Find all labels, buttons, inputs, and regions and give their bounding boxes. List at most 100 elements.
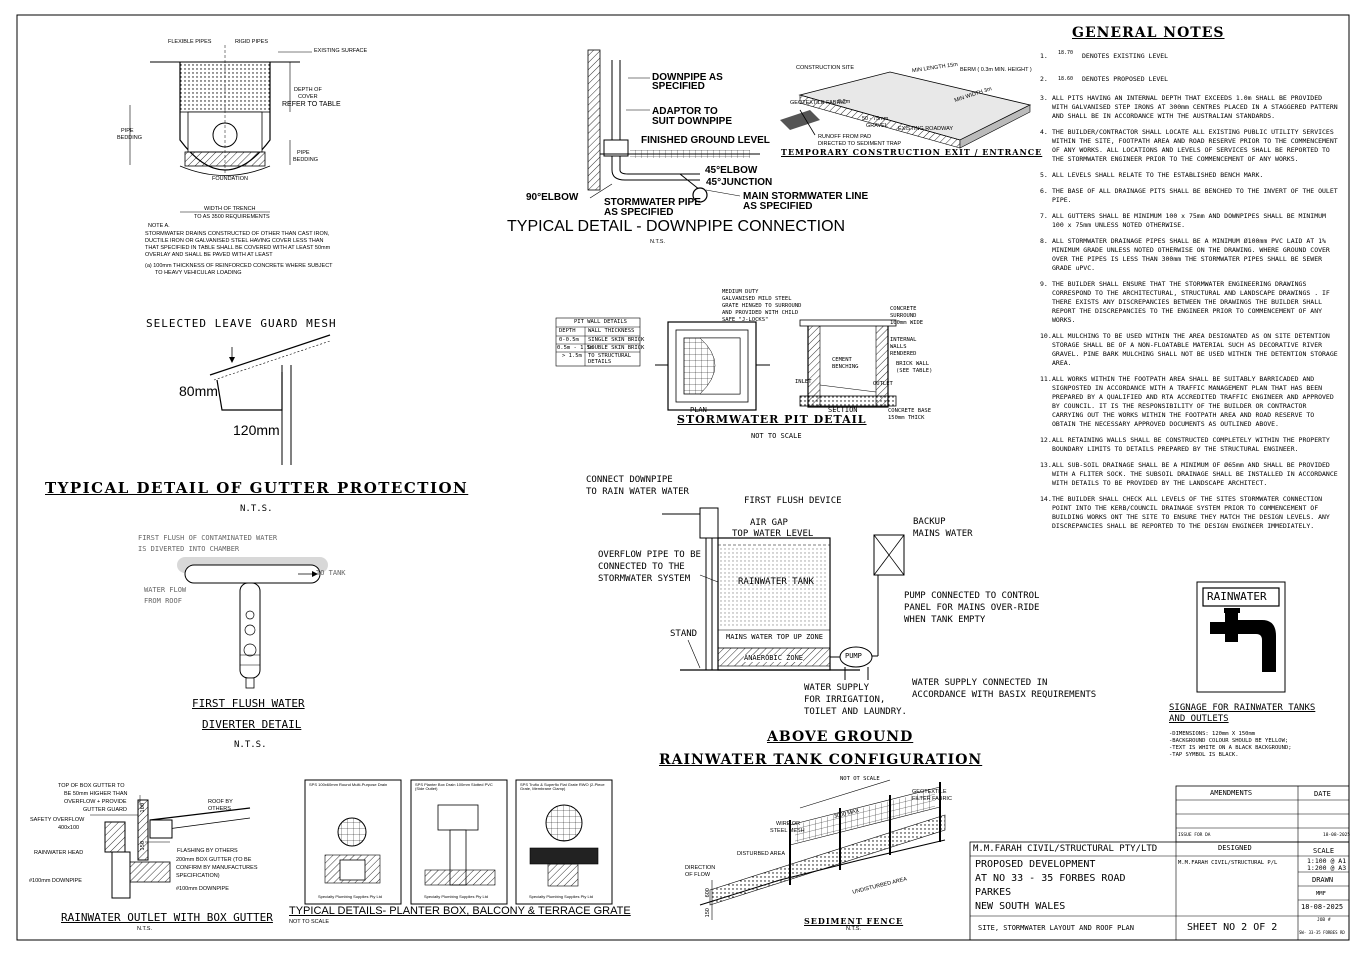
- tb-project: PROPOSED DEVELOPMENT: [975, 859, 1096, 870]
- general-note-number: 6.: [1040, 187, 1048, 195]
- gutter-nts: N.T.S.: [240, 504, 273, 514]
- tank-pump-conn: WHEN TANK EMPTY: [904, 615, 986, 625]
- bg-nts: N.T.S.: [137, 926, 152, 932]
- bg-title: RAINWATER OUTLET WITH BOX GUTTER: [61, 911, 273, 924]
- tank-stand: STAND: [670, 629, 698, 639]
- pit-grate-line: SAFE "J-LOCKS": [722, 317, 769, 323]
- pit-table-cell: TO STRUCTURAL DETAILS: [588, 353, 632, 365]
- dp-swpipe-1: STORMWATER PIPE: [604, 197, 701, 208]
- construction-exit-detail: [780, 71, 1032, 149]
- tank-air-gap: AIR GAP: [750, 518, 788, 528]
- general-note-text: ALL PITS HAVING AN INTERNAL DEPTH THAT E…: [1052, 94, 1338, 120]
- pit-surround: 100mm WIDE: [890, 320, 924, 326]
- bg-top: GUTTER GUARD: [83, 807, 127, 813]
- tb-sheet: SHEET NO 2 OF 2: [1187, 922, 1278, 933]
- first-flush-diverter-detail: [177, 557, 328, 689]
- tb-scale-2: 1:200 @ A3: [1307, 864, 1347, 872]
- tb-issue-date: 18-08-2025: [1323, 833, 1351, 838]
- tb-drawn-by: MMF: [1316, 891, 1326, 897]
- pit-brick-wall: (SEE TABLE): [896, 368, 933, 374]
- pit-grate-line: GRATE HINGED TO SURROUND: [722, 303, 802, 309]
- pit-outlet: OUTLET: [873, 381, 893, 387]
- tank-supply-basix: WATER SUPPLY CONNECTED IN: [912, 678, 1048, 688]
- trench-detail: [129, 45, 312, 213]
- general-note-text: ALL STORMWATER DRAINAGE PIPES SHALL BE A…: [1052, 237, 1330, 272]
- trench-width-2: TO AS 3500 REQUIREMENTS: [194, 214, 270, 220]
- tank-top-water: TOP WATER LEVEL: [732, 529, 814, 539]
- pit-surround: CONCRETE: [890, 306, 917, 312]
- tank-overflow: OVERFLOW PIPE TO BE: [598, 550, 701, 560]
- general-note-text: ALL WORKS WITHIN THE FOOTPATH AREA SHALL…: [1052, 375, 1334, 428]
- tb-date-label: DATE: [1314, 790, 1331, 798]
- dp-main-2: AS SPECIFIED: [743, 201, 813, 212]
- sign-spec: -BACKGROUND COLOUR SHOULD BE YELLOW;: [1169, 738, 1289, 744]
- trench-refer-table: REFER TO TABLE: [282, 101, 341, 108]
- bg-dp100b: #100mm DOWNPIPE: [176, 886, 229, 892]
- fence-direction: OF FLOW: [685, 872, 711, 878]
- tank-label: RAINWATER TANK: [738, 577, 814, 587]
- bg-d100: 100: [140, 802, 147, 813]
- ff-nts: N.T.S.: [234, 740, 267, 750]
- planter-sheet-title: SPS 100x60mm Round Multi-Purpose Drain: [309, 782, 388, 787]
- gutter-mesh-label: SELECTED LEAVE GUARD MESH: [146, 317, 337, 330]
- dp-adaptor-2: SUIT DOWNPIPE: [652, 116, 733, 127]
- trench-note-line: OVERLAY AND SHALL BE PAVED WITH AT LEAST: [145, 252, 273, 258]
- ff-title-2: DIVERTER DETAIL: [202, 718, 302, 731]
- exit-gravel-2: GRAVEL: [866, 123, 888, 129]
- general-note: 14.THE BUILDER SHALL CHECK ALL LEVELS OF…: [1040, 495, 1340, 531]
- tb-project: PARKES: [975, 887, 1012, 898]
- bg-box200: SPECIFICATION): [176, 873, 220, 879]
- ff-from-roof: FROM ROOF: [144, 597, 182, 605]
- dp-fgl: FINISHED GROUND LEVEL: [641, 135, 770, 146]
- downpipe-connection-detail: [587, 49, 760, 203]
- trench-bedding-label: BEDDING: [117, 135, 143, 141]
- fence-geotextile: GEOTEXTILE: [912, 789, 947, 795]
- general-note-text: ALL LEVELS SHALL RELATE TO THE ESTABLISH…: [1052, 171, 1264, 179]
- general-note-number: 14.: [1040, 495, 1052, 503]
- box-gutter-detail: [90, 795, 251, 899]
- bg-box200: CONFIRM BY MANUFACTURES: [176, 865, 258, 871]
- tb-designer: M.M.FARAH CIVIL/STRUCTURAL P/L: [1178, 860, 1278, 866]
- general-note-number: 5.: [1040, 171, 1048, 179]
- pit-inlet: INLET: [795, 379, 812, 385]
- pit-base: CONCRETE BASE: [888, 408, 932, 414]
- general-note-level: 18.70: [1058, 50, 1074, 56]
- tank-connect-1: CONNECT DOWNPIPE: [586, 475, 673, 485]
- trench-cover-label: COVER: [298, 94, 318, 100]
- fence-wire: WIRE OR: [776, 821, 801, 827]
- tank-pump-conn: PANEL FOR MAINS OVER-RIDE: [904, 603, 1040, 613]
- tb-drawn-label: DRAWN: [1312, 876, 1334, 884]
- ff-line-1: FIRST FLUSH OF CONTAMINATED WATER: [138, 534, 278, 542]
- pit-table-cell: > 1.5m: [562, 353, 582, 359]
- bg-top: BE 50mm HIGHER THAN: [64, 791, 128, 797]
- general-note: 11.ALL WORKS WITHIN THE FOOTPATH AREA SH…: [1040, 375, 1340, 429]
- pit-title: STORMWATER PIT DETAIL: [677, 413, 867, 426]
- tank-supply-irrig: WATER SUPPLY: [804, 683, 870, 693]
- tank-supply-irrig: TOILET AND LAUNDRY.: [804, 707, 907, 717]
- pit-internal-walls: RENDERED: [890, 351, 917, 357]
- pit-table-head: WALL THICKNESS: [588, 328, 635, 334]
- tank-supply-basix: ACCORDANCE WITH BASIX REQUIREMENTS: [912, 690, 1097, 700]
- planter-sheet-foot: Specialty Plumbing Supplies Pty Ltd: [424, 894, 489, 899]
- tank-nts: NOT OT SCALE: [840, 776, 880, 782]
- dp-junction45: 45°JUNCTION: [706, 177, 773, 188]
- tank-overflow: CONNECTED TO THE: [598, 562, 685, 572]
- general-note: 7.ALL GUTTERS SHALL BE MINIMUM 100 x 75m…: [1040, 212, 1340, 230]
- exit-geotextile: GEOTEXTILE FABRIC: [790, 100, 846, 106]
- ff-water-flow: WATER FLOW: [144, 586, 187, 594]
- exit-site: CONSTRUCTION SITE: [796, 65, 855, 71]
- pit-grate-line: AND PROVIDED WITH CHILD: [722, 310, 799, 316]
- pit-table-cell: 0.5m - 1.5m: [557, 345, 594, 351]
- tank-backup-1: BACKUP: [913, 517, 946, 527]
- general-note-level: 18.60: [1058, 76, 1074, 82]
- planter-sheet-title: SPS Planter Box Drain 100mm Slotted PVC …: [415, 782, 493, 791]
- trench-note-a2: TO HEAVY VEHICULAR LOADING: [155, 270, 242, 276]
- general-note: 10.ALL MULCHING TO BE USED WITHIN THE AR…: [1040, 332, 1340, 368]
- pit-section: SECTION: [828, 406, 858, 414]
- ff-line-2: IS DIVERTED INTO CHAMBER: [138, 545, 240, 553]
- bg-roof: ROOF BY: [208, 799, 233, 805]
- tb-drawing-title: SITE, STORMWATER LAYOUT AND ROOF PLAN: [978, 924, 1134, 932]
